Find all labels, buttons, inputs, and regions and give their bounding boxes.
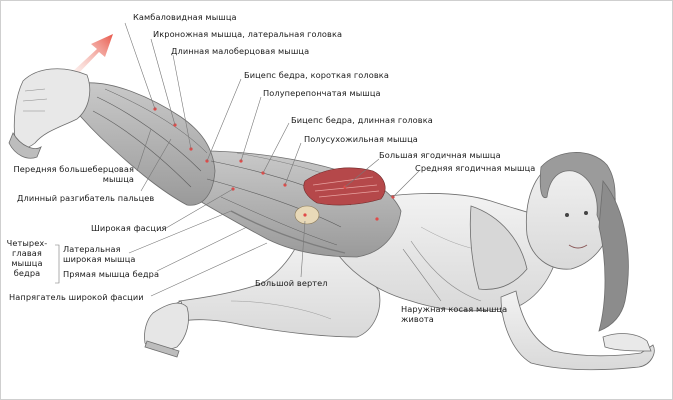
- label-peroneus-longus: Длинная малоберцовая мышца: [171, 46, 310, 56]
- label-gluteus-medius: Средняя ягодичная мышца: [415, 163, 536, 173]
- label-soleus: Камбаловидная мышца: [133, 12, 237, 22]
- label-tensor-fasciae-latae: Напрягатель широкой фасции: [9, 292, 144, 302]
- label-quadriceps-line-2: главая: [12, 248, 42, 258]
- label-external-oblique-line-2: живота: [401, 314, 434, 324]
- motion-arrow: [71, 34, 113, 77]
- label-semitendinosus: Полусухожильная мышца: [304, 134, 418, 144]
- label-semimembranosus: Полуперепончатая мышца: [263, 88, 381, 98]
- label-biceps-short: Бицепс бедра, короткая головка: [244, 70, 389, 80]
- label-fascia-lata: Широкая фасция: [91, 223, 167, 233]
- support-arm: [500, 290, 655, 370]
- head: [525, 152, 629, 332]
- label-gastrocnemius-lateral: Икроножная мышца, латеральная головка: [153, 29, 343, 39]
- label-greater-trochanter: Большой вертел: [255, 278, 328, 288]
- label-external-oblique: Наружная косая мышца живота: [401, 304, 507, 324]
- label-tibialis-anterior-line-2: мышца: [102, 174, 134, 184]
- label-external-oblique-line-1: Наружная косая мышца: [401, 304, 508, 314]
- label-vastus-lateralis: Латеральная широкая мышца: [63, 244, 136, 264]
- label-quadriceps-line-3: мышца: [11, 258, 43, 268]
- label-quadriceps-line-4: бедра: [13, 268, 41, 278]
- raised-foot: [8, 68, 91, 159]
- label-biceps-long: Бицепс бедра, длинная головка: [291, 115, 433, 125]
- label-quadriceps-line-1: Четырех-: [6, 238, 48, 248]
- support-leg: [144, 236, 381, 358]
- leader-lines: [55, 22, 442, 302]
- label-tibialis-anterior-line-1: Передняя большеберцовая: [13, 164, 134, 174]
- label-rectus-femoris: Прямая мышца бедра: [63, 269, 160, 279]
- label-quadriceps: Четырех- главая мышца бедра: [1, 238, 53, 278]
- label-vastus-lateralis-line-2: широкая мышца: [63, 254, 136, 264]
- label-gluteus-maximus: Большая ягодичная мышца: [379, 150, 501, 160]
- label-tibialis-anterior: Передняя большеберцовая мышца: [1, 164, 134, 184]
- label-extensor-digitorum: Длинный разгибатель пальцев: [17, 193, 155, 203]
- label-vastus-lateralis-line-1: Латеральная: [63, 244, 121, 254]
